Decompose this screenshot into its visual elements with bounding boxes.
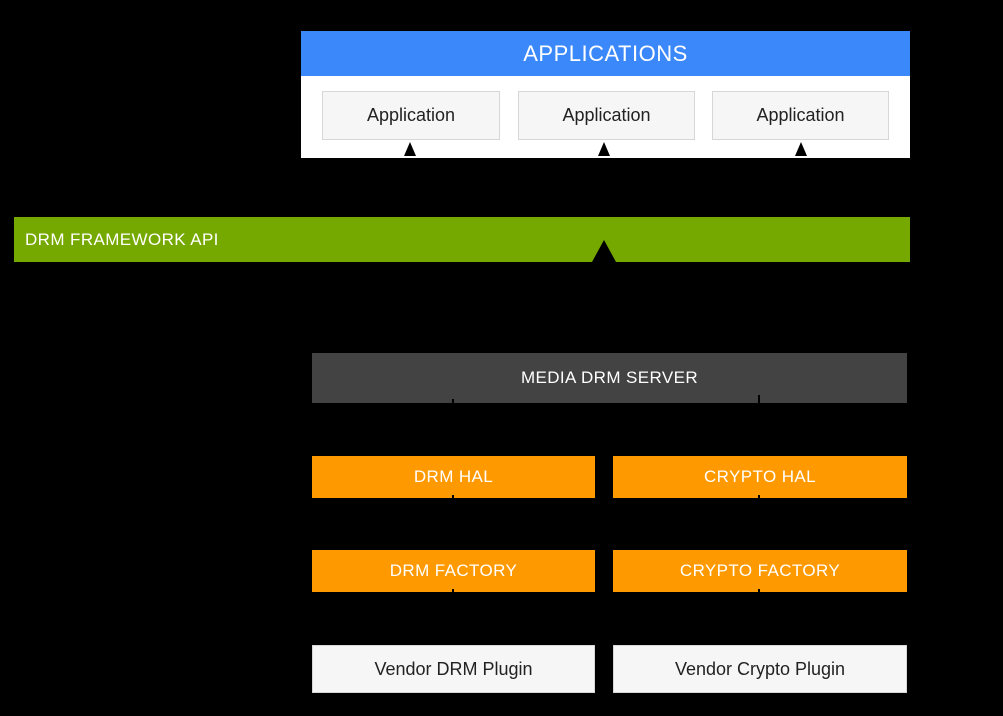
connector-server-to-drm-hal bbox=[452, 399, 454, 405]
arrow-up-to-application-1 bbox=[404, 142, 416, 156]
applications-panel: APPLICATIONS Application Application App… bbox=[301, 31, 910, 158]
crypto-factory-box: CRYPTO FACTORY bbox=[613, 550, 907, 592]
drm-hal-box: DRM HAL bbox=[312, 456, 595, 498]
applications-header: APPLICATIONS bbox=[301, 31, 910, 76]
connector-server-to-crypto-hal bbox=[758, 395, 760, 405]
arrow-up-to-application-3 bbox=[795, 142, 807, 156]
crypto-hal-box: CRYPTO HAL bbox=[613, 456, 907, 498]
connector-crypto-factory-to-vendor-crypto-plugin bbox=[758, 589, 760, 594]
connector-drm-hal-to-drm-factory bbox=[452, 495, 454, 500]
media-drm-server-bar: MEDIA DRM SERVER bbox=[312, 353, 907, 403]
application-box-2: Application bbox=[518, 91, 695, 140]
application-box-1: Application bbox=[322, 91, 500, 140]
application-box-3: Application bbox=[712, 91, 889, 140]
arrow-up-from-framework bbox=[592, 240, 616, 262]
connector-drm-factory-to-vendor-drm-plugin bbox=[452, 589, 454, 594]
drm-framework-api-bar: DRM FRAMEWORK API bbox=[14, 217, 910, 262]
vendor-crypto-plugin-box: Vendor Crypto Plugin bbox=[613, 645, 907, 693]
drm-factory-box: DRM FACTORY bbox=[312, 550, 595, 592]
connector-crypto-hal-to-crypto-factory bbox=[758, 495, 760, 500]
arrow-up-to-application-2 bbox=[598, 142, 610, 156]
vendor-drm-plugin-box: Vendor DRM Plugin bbox=[312, 645, 595, 693]
